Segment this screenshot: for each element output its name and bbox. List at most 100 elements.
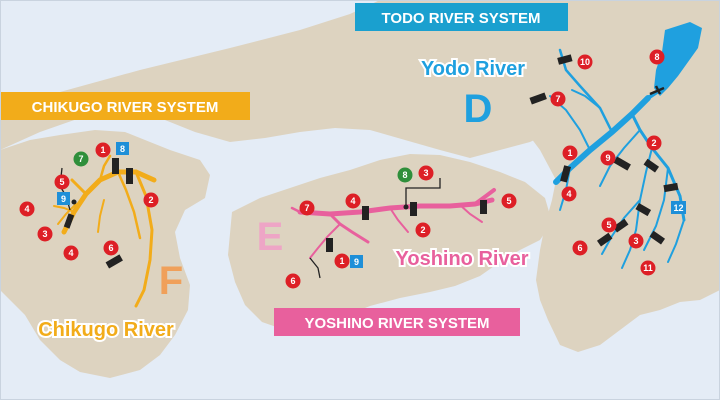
marker-green: 7 bbox=[73, 151, 89, 167]
yodo-system-banner: TODO RIVER SYSTEM bbox=[355, 3, 568, 31]
marker-label: 9 bbox=[605, 153, 610, 163]
dam-bar bbox=[362, 206, 369, 220]
marker-red: 3 bbox=[37, 226, 53, 242]
marker-label: 1 bbox=[339, 256, 344, 266]
marker-red: 7 bbox=[550, 91, 566, 107]
yoshino-system-banner: YOSHINO RIVER SYSTEM bbox=[274, 308, 520, 336]
marker-label: 1 bbox=[567, 148, 572, 158]
marker-label: 6 bbox=[108, 243, 113, 253]
marker-red: 4 bbox=[63, 245, 79, 261]
lake-biwa bbox=[654, 22, 702, 96]
marker-label: 2 bbox=[148, 195, 153, 205]
marker-red: 1 bbox=[95, 142, 111, 158]
marker-label: 4 bbox=[24, 204, 29, 214]
dam-bar bbox=[560, 165, 571, 183]
yodo-dams bbox=[529, 54, 679, 247]
marker-red: 4 bbox=[19, 201, 35, 217]
marker-red: 8 bbox=[649, 49, 665, 65]
marker-label: 6 bbox=[290, 276, 295, 286]
dam-bar bbox=[105, 254, 123, 269]
dam-bar bbox=[63, 213, 75, 229]
dam-bar bbox=[613, 156, 631, 171]
marker-label: 4 bbox=[350, 196, 355, 206]
marker-red: 4 bbox=[345, 193, 361, 209]
marker-red: 3 bbox=[418, 165, 434, 181]
chikugo-dams bbox=[63, 158, 133, 269]
marker-red: 3 bbox=[628, 233, 644, 249]
marker-label: 6 bbox=[577, 243, 582, 253]
dam-bar bbox=[612, 218, 629, 233]
region-letter-d: D bbox=[464, 87, 493, 131]
marker-label: 7 bbox=[304, 203, 309, 213]
chikugo-system-banner: CHIKUGO RIVER SYSTEM bbox=[0, 92, 250, 120]
marker-label: 3 bbox=[423, 168, 428, 178]
marker-red: 11 bbox=[640, 260, 656, 276]
marker-red: 10 bbox=[577, 54, 593, 70]
marker-label: 11 bbox=[643, 263, 653, 273]
dam-bar bbox=[596, 232, 613, 247]
marker-red: 1 bbox=[334, 253, 350, 269]
marker-red: 2 bbox=[646, 135, 662, 151]
marker-label: 8 bbox=[120, 144, 125, 154]
marker-red: 7 bbox=[299, 200, 315, 216]
dam-bar bbox=[663, 182, 679, 193]
marker-label: 4 bbox=[68, 248, 73, 258]
kinki-region bbox=[520, 0, 720, 352]
yoshino-markers: 8 3 5 7 4 2 1 9 6 bbox=[285, 165, 517, 289]
marker-label: 3 bbox=[633, 236, 638, 246]
awaji-island bbox=[502, 96, 530, 132]
marker-red: 2 bbox=[143, 192, 159, 208]
marker-red: 9 bbox=[600, 150, 616, 166]
dam-bar bbox=[529, 92, 547, 105]
region-letter-e: E bbox=[257, 215, 284, 259]
marker-red: 5 bbox=[501, 193, 517, 209]
yodo-river-name: Yodo River bbox=[421, 58, 525, 80]
dam-point bbox=[71, 199, 77, 205]
kyushu bbox=[0, 130, 210, 378]
marker-red: 6 bbox=[103, 240, 119, 256]
yoshino-system-title: YOSHINO RIVER SYSTEM bbox=[304, 315, 489, 332]
marker-green: 8 bbox=[397, 167, 413, 183]
marker-red: 4 bbox=[561, 186, 577, 202]
marker-label: 7 bbox=[78, 154, 83, 164]
marker-red: 1 bbox=[562, 145, 578, 161]
dam-bar bbox=[326, 238, 333, 252]
marker-label: 7 bbox=[555, 94, 560, 104]
marker-red: 6 bbox=[285, 273, 301, 289]
marker-label: 1 bbox=[100, 145, 105, 155]
marker-blue: 9 bbox=[350, 255, 363, 268]
shikoku bbox=[228, 154, 552, 330]
region-letter-f: F bbox=[159, 259, 183, 303]
dam-bar bbox=[649, 230, 666, 245]
marker-label: 9 bbox=[354, 257, 359, 267]
marker-label: 5 bbox=[506, 196, 511, 206]
marker-red: 2 bbox=[415, 222, 431, 238]
chikugo-river-name: Chikugo River bbox=[38, 319, 174, 341]
yoshino-river-name: Yoshino River bbox=[396, 248, 529, 270]
yodo-system-title: TODO RIVER SYSTEM bbox=[382, 10, 541, 27]
chikugo-markers: 7 1 8 5 9 2 4 3 4 6 bbox=[19, 142, 159, 261]
dam-point bbox=[403, 204, 409, 210]
marker-label: 4 bbox=[566, 189, 571, 199]
dam-bar bbox=[635, 203, 652, 217]
marker-label: 2 bbox=[420, 225, 425, 235]
marker-blue: 9 bbox=[57, 192, 70, 205]
marker-blue: 8 bbox=[116, 142, 129, 155]
yoshino-leader-lines bbox=[309, 178, 441, 279]
dam-bar bbox=[112, 158, 119, 174]
marker-red: 6 bbox=[572, 240, 588, 256]
marker-label: 8 bbox=[402, 170, 407, 180]
yodo-markers: 10 8 7 1 2 9 4 5 6 3 11 12 bbox=[550, 49, 686, 276]
chikugo-system-title: CHIKUGO RIVER SYSTEM bbox=[32, 99, 219, 116]
marker-label: 3 bbox=[42, 229, 47, 239]
marker-label: 2 bbox=[651, 138, 656, 148]
yodo-outlet-marker bbox=[649, 85, 665, 96]
dam-bar bbox=[410, 202, 417, 216]
marker-red: 5 bbox=[601, 217, 617, 233]
marker-red: 5 bbox=[54, 174, 70, 190]
marker-label: 12 bbox=[673, 203, 683, 213]
marker-label: 8 bbox=[654, 52, 659, 62]
marker-label: 5 bbox=[59, 177, 64, 187]
dam-bar bbox=[480, 200, 487, 214]
